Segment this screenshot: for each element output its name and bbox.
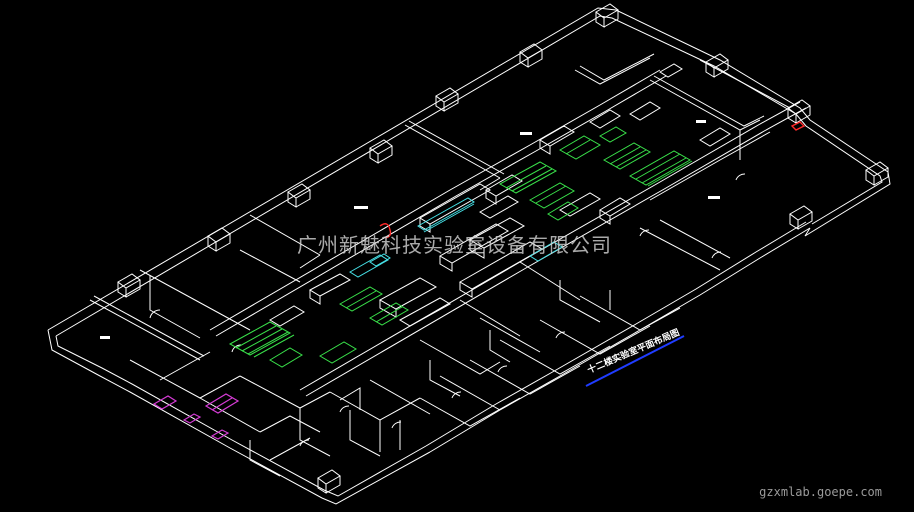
corridor-walls [209,69,807,397]
lab-equipment-white [269,63,731,327]
lab-benches-green [228,126,693,368]
title-underline [585,335,685,387]
fixtures-magenta [152,393,240,440]
door-swings [149,173,746,447]
website-watermark: gzxmlab.goepe.com [759,485,882,499]
room-tags [100,120,720,339]
equipment-cyan [349,197,563,278]
interior-walls-lower [129,280,681,477]
outer-walls [47,7,891,505]
markers-red [379,121,806,239]
columns [117,3,889,494]
interior-walls-upper [89,53,791,361]
